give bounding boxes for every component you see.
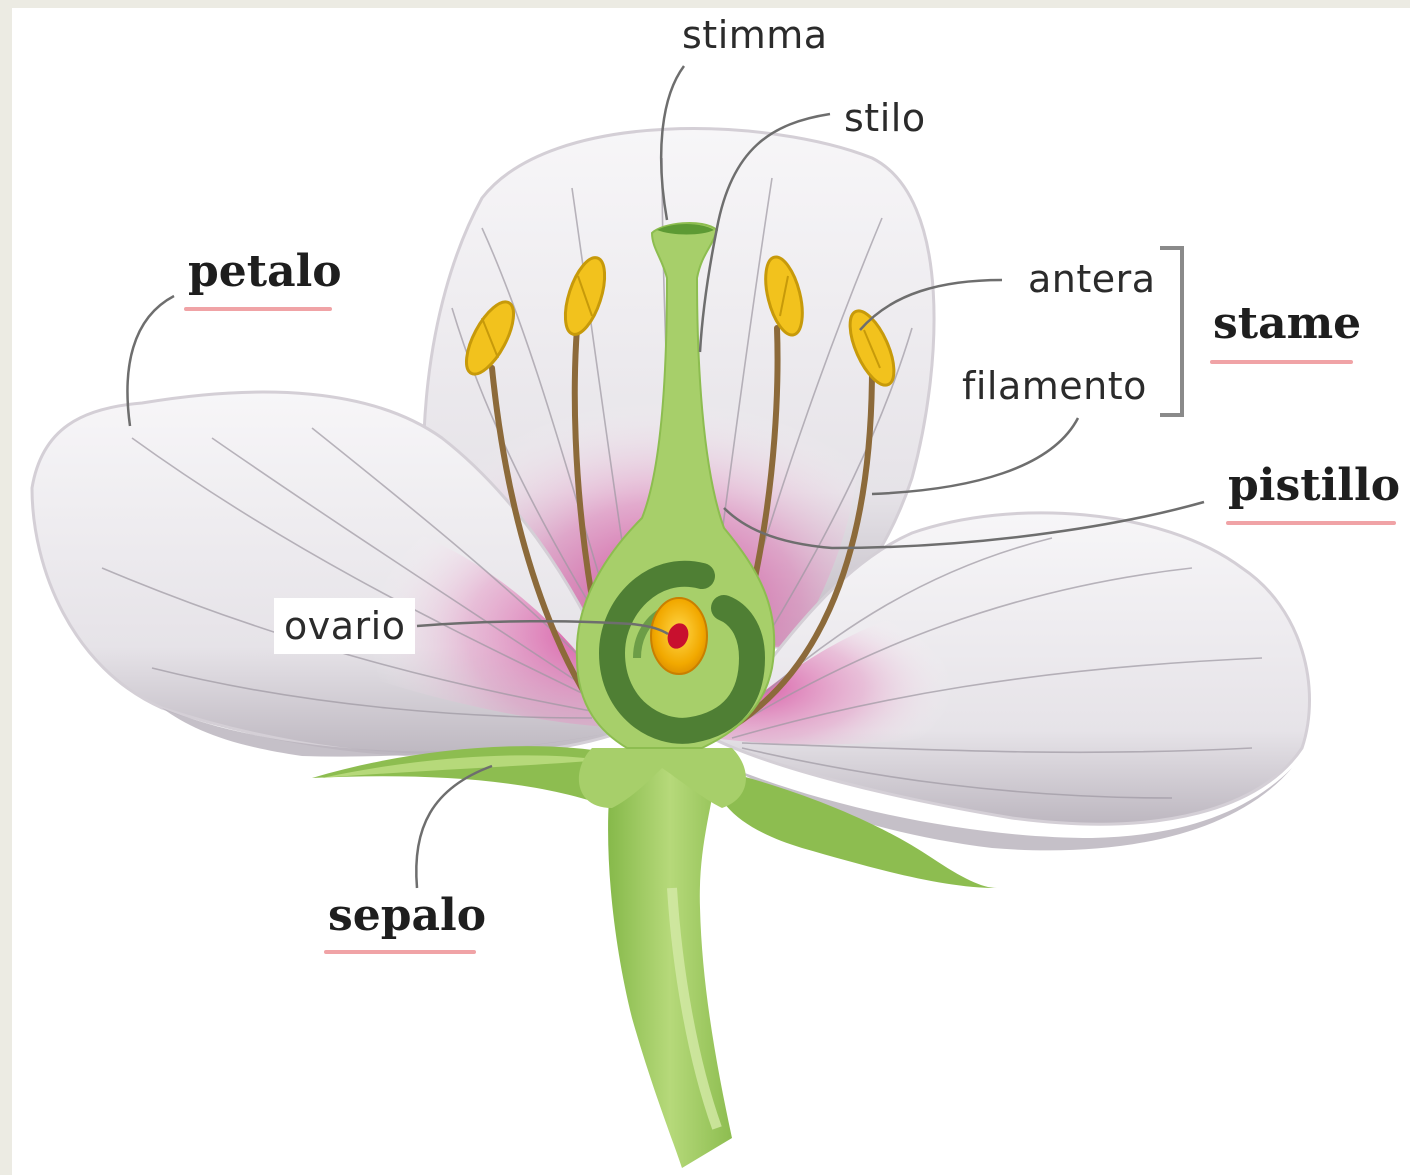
label-antera: antera xyxy=(1028,257,1156,301)
diagram-frame: stimma stilo petalo antera filamento sta… xyxy=(12,8,1410,1175)
leader-sepalo xyxy=(416,766,492,888)
label-petalo: petalo xyxy=(188,246,342,297)
label-sepalo: sepalo xyxy=(328,890,486,941)
underline-sepalo xyxy=(324,950,476,954)
label-stame: stame xyxy=(1213,298,1361,349)
label-pistillo: pistillo xyxy=(1228,460,1400,511)
underline-pistillo xyxy=(1226,521,1396,525)
label-ovario: ovario xyxy=(284,604,405,648)
stame-bracket xyxy=(1160,248,1182,415)
label-stilo: stilo xyxy=(844,96,926,140)
label-ovario-box: ovario xyxy=(274,598,415,654)
underline-petalo xyxy=(184,307,332,311)
label-filamento: filamento xyxy=(962,364,1147,408)
label-stimma: stimma xyxy=(682,13,828,57)
underline-stame xyxy=(1210,360,1353,364)
flower-illustration xyxy=(12,8,1410,1175)
